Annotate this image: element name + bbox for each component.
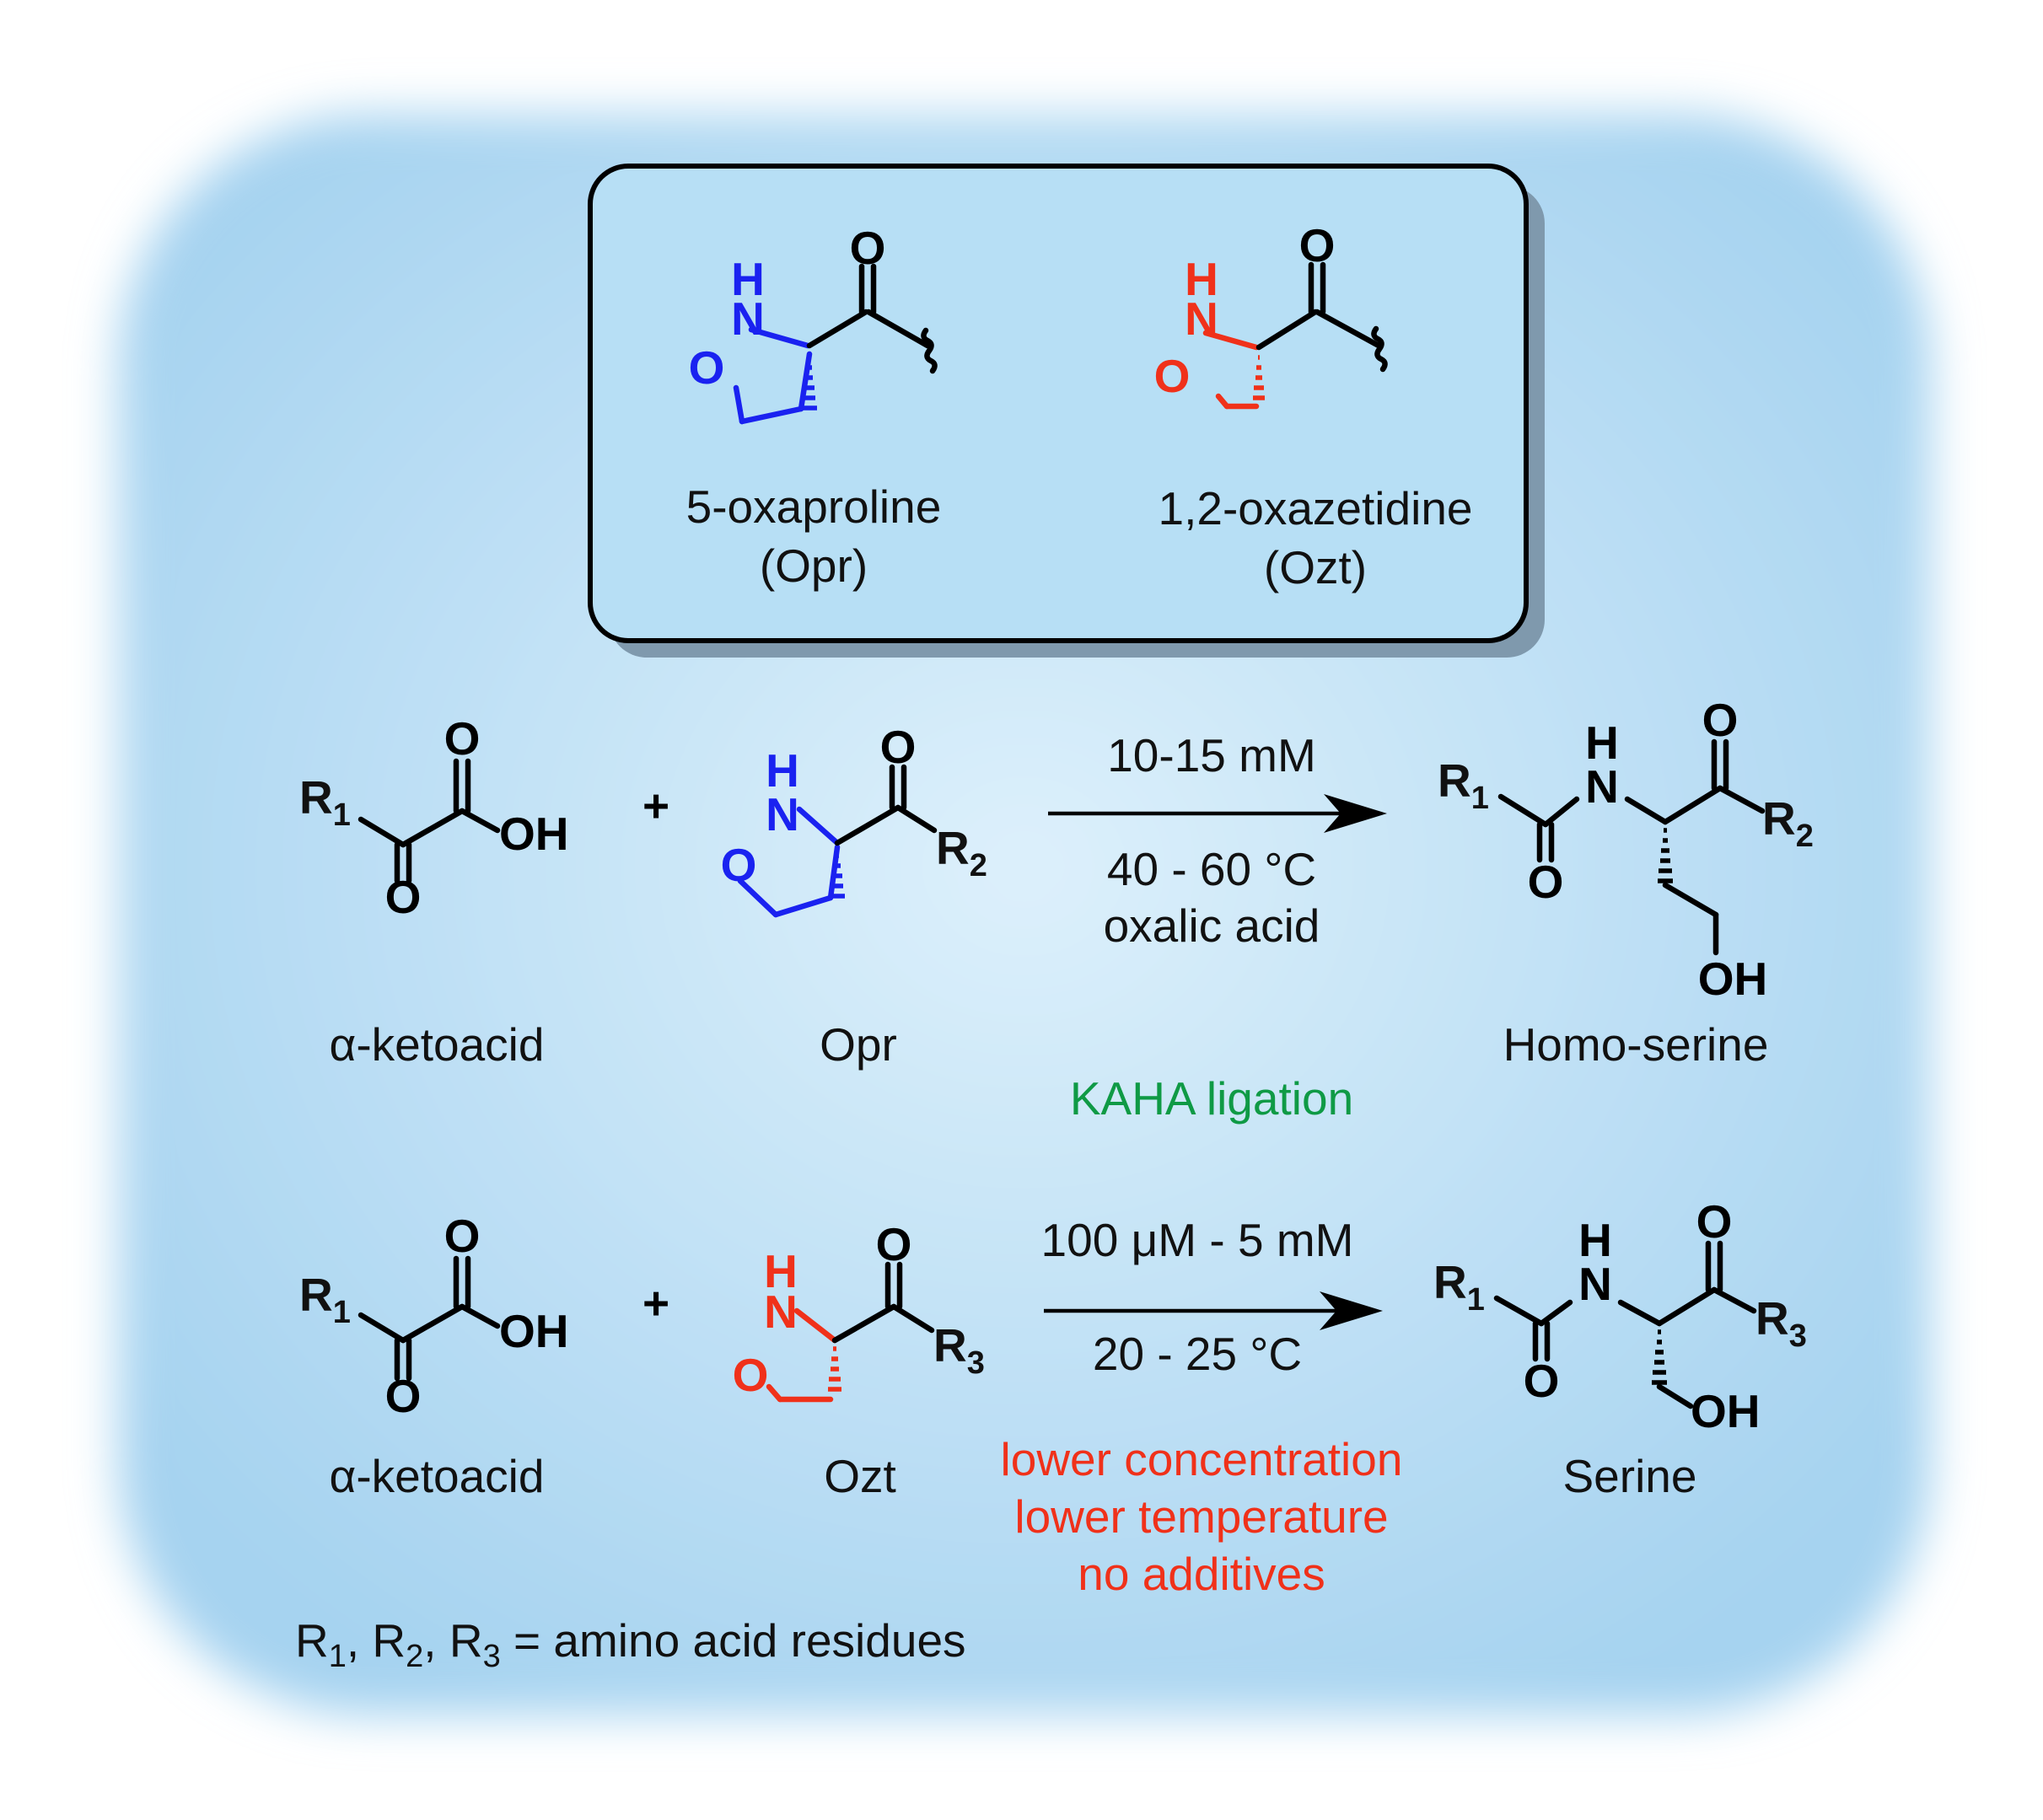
ketoacid-structure-1: R1 O O OH [299,712,569,923]
ozt-name: 1,2-oxazetidine [1158,482,1472,534]
serine-hydroxyl: OH [1691,1385,1761,1437]
structure-box [588,164,1529,643]
reaction-2-product-label: Serine [1563,1450,1697,1502]
serine-carbonyl-oxygen: O [1696,1195,1733,1248]
serine-r1: R1 [1433,1256,1485,1318]
ketoacid-1-r: R1 [299,771,351,833]
ozt-ring-oxygen: O [1154,350,1191,402]
opr-reactant-nitrogen: N [766,788,799,840]
serine-amide-oxygen: O [1524,1355,1560,1407]
opr-reactant-structure: O H N O R2 [721,721,987,918]
ozt-carbonyl-oxygen: O [1299,219,1336,271]
opr-name: 5-oxaproline [686,481,942,533]
ozt-reactant-r3: R3 [933,1319,985,1381]
opr-abbr: (Opr) [760,540,868,592]
reaction-2-ozt-label: Ozt [824,1450,896,1502]
opr-reactant-r2: R2 [936,822,987,883]
reaction-1-opr-label: Opr [820,1018,897,1071]
advantage-1: lower concentration [1001,1433,1403,1485]
reaction-1-condition-bottom-2: oxalic acid [1104,899,1320,952]
ozt-reactant-structure: O H N O R3 [733,1218,985,1403]
serine-r3: R3 [1755,1292,1807,1354]
opr-reactant-hydrogen: H [766,744,799,797]
homoserine-hydrogen: H [1585,717,1619,769]
ketoacid-1-keto-oxygen: O [385,871,422,923]
serine-product-structure: R1 O H N O R3 OH [1433,1195,1807,1437]
ketoacid-1-hydroxyl: OH [499,808,569,860]
reaction-2-condition-bottom: 20 - 25 °C [1093,1328,1302,1380]
opr-reactant-carbonyl-oxygen: O [880,721,917,773]
homoserine-r2: R2 [1762,792,1814,854]
reaction-arrow-2 [1044,1291,1383,1330]
opr-reactant-oxygen: O [721,839,757,891]
reaction-1-ketoacid-label: α-ketoacid [330,1018,545,1071]
advantage-2: lower temperature [1014,1490,1388,1543]
ozt-reactant-hydrogen: H [764,1245,798,1297]
ketoacid-1-acid-oxygen: O [444,712,481,765]
opr-carbonyl-oxygen: O [850,222,886,274]
homoserine-product-structure: R1 O H N O R2 OH [1438,694,1814,1005]
reaction-1-product-label: Homo-serine [1503,1018,1769,1071]
serine-hydrogen: H [1578,1214,1612,1266]
reaction-1-condition-top: 10-15 mM [1107,729,1316,781]
ketoacid-2-keto-oxygen: O [385,1370,422,1422]
advantage-3: no additives [1078,1548,1325,1600]
ozt-ring-hydrogen: H [1185,253,1218,305]
ozt-abbr: (Ozt) [1264,541,1367,593]
ketoacid-2-r: R1 [299,1269,351,1330]
serine-nitrogen: N [1578,1258,1612,1310]
reaction-1-condition-bottom-1: 40 - 60 °C [1107,843,1316,895]
opr-ring-oxygen: O [689,341,725,394]
opr-ring-hydrogen: H [731,253,765,305]
ozt-ring-nitrogen: N [1185,293,1218,345]
opr-ring-nitrogen: N [731,293,765,345]
reaction-2-ketoacid-label: α-ketoacid [330,1450,545,1502]
ketoacid-2-acid-oxygen: O [444,1210,481,1262]
opr-structure: O H N O [689,222,938,425]
homoserine-nitrogen: N [1585,760,1619,813]
footnote: R1, R2, R3 = amino acid residues [295,1614,966,1674]
homoserine-amide-oxygen: O [1528,856,1564,908]
plus-sign-1: + [642,780,669,832]
plus-sign-2: + [642,1277,669,1329]
homoserine-carbonyl-oxygen: O [1702,694,1739,746]
homoserine-r1: R1 [1438,754,1489,816]
ketoacid-structure-2: R1 O O OH [299,1210,569,1422]
kaha-ligation-label: KAHA ligation [1070,1072,1353,1125]
ketoacid-2-hydroxyl: OH [499,1305,569,1357]
ozt-reactant-nitrogen: N [764,1286,798,1338]
homoserine-hydroxyl: OH [1698,953,1768,1005]
ozt-reactant-carbonyl-oxygen: O [876,1218,912,1270]
ozt-reactant-oxygen: O [733,1349,769,1401]
reaction-arrow-1 [1048,794,1387,833]
reaction-2-condition-top: 100 μM - 5 mM [1041,1214,1354,1266]
ozt-structure: O H N O [1154,219,1388,410]
